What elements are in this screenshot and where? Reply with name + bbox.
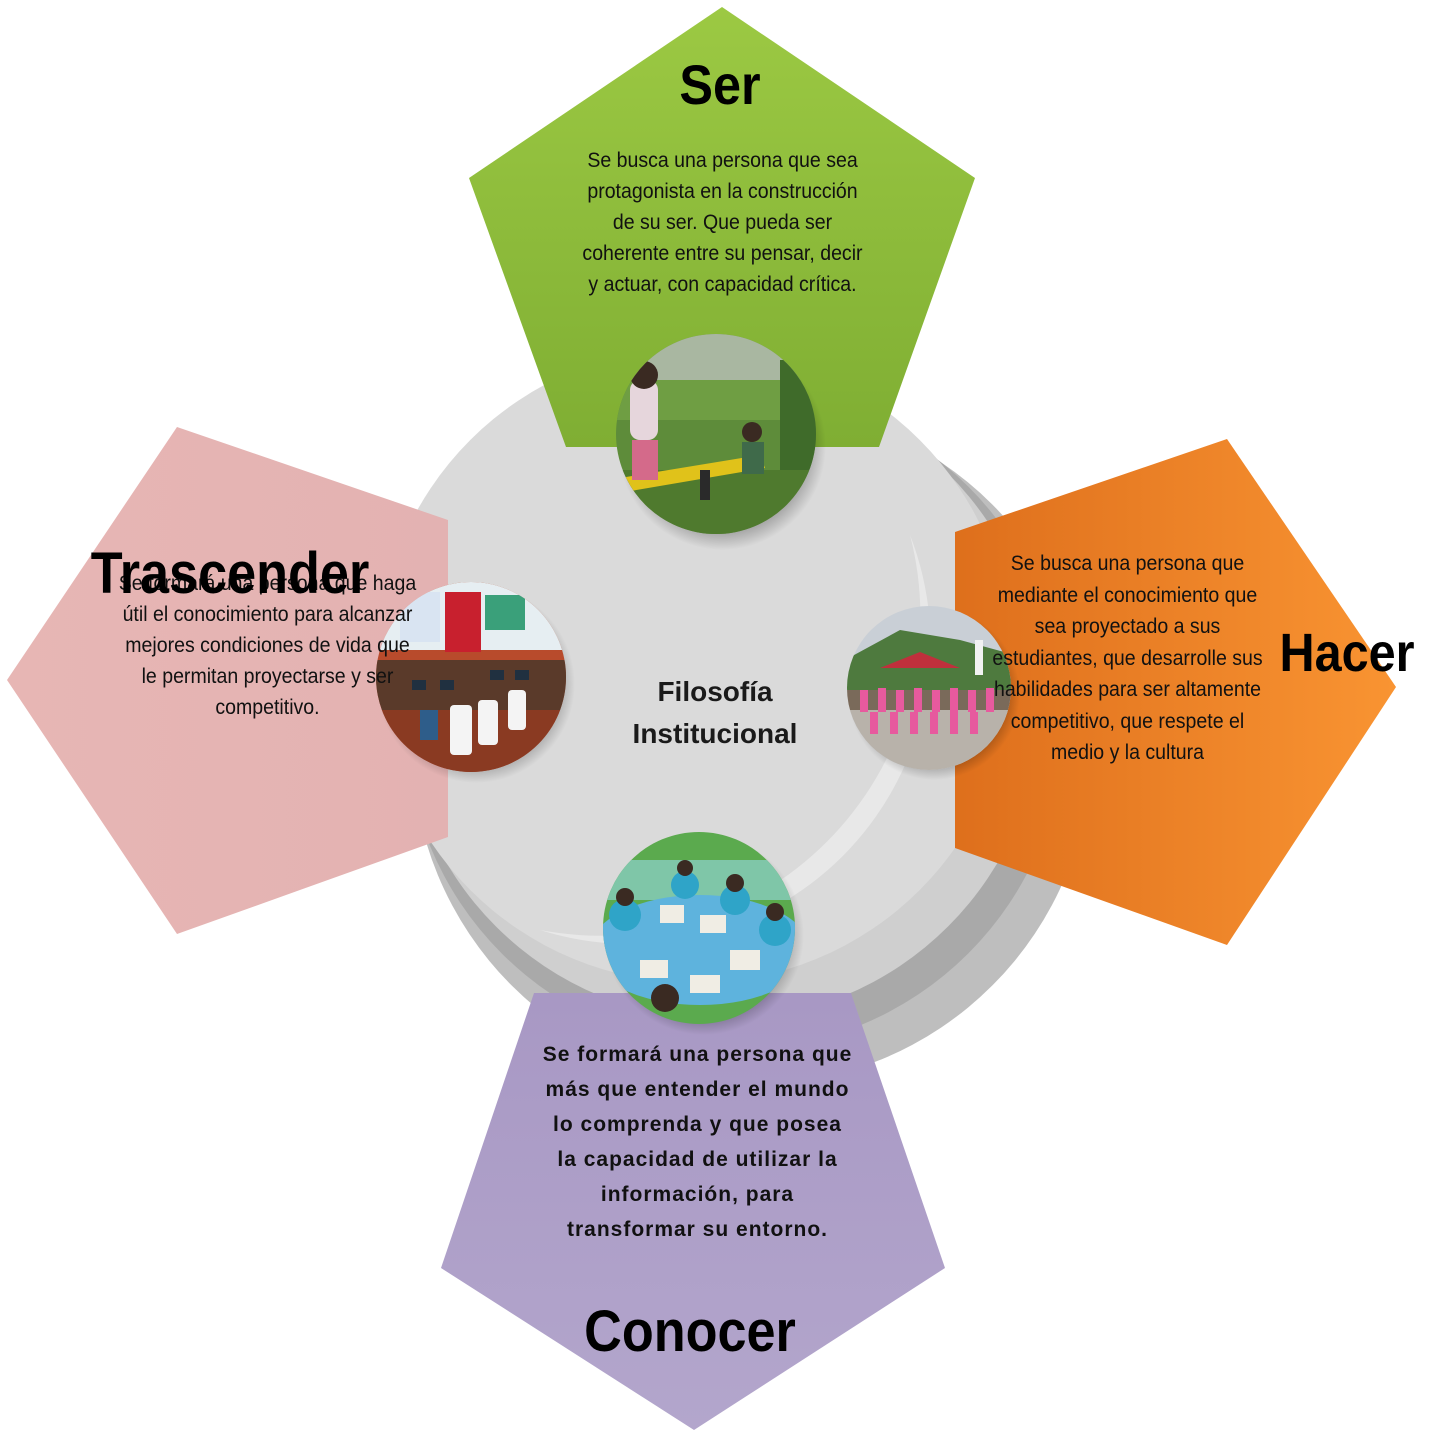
- hacer-pentagon: [955, 439, 1396, 945]
- center-title-line2: Institucional: [632, 718, 798, 749]
- ser-description: Se busca una persona que sea protagonist…: [582, 149, 863, 296]
- conocer-pentagon: [441, 993, 945, 1430]
- trascender-photo: [376, 582, 575, 783]
- conocer-title: Conocer: [584, 1299, 796, 1364]
- hacer-description: Se busca una persona que mediante el con…: [992, 552, 1263, 764]
- conocer-description: Se formará una persona que más que enten…: [542, 1043, 853, 1241]
- center-title: Filosofía Institucional: [590, 671, 840, 755]
- hacer-photo: [847, 606, 1020, 780]
- center-title-line1: Filosofía: [657, 676, 773, 707]
- ser-pentagon: [469, 7, 975, 447]
- ser-title: Ser: [679, 53, 761, 116]
- conocer-photo: [603, 832, 804, 1035]
- ser-photo: [616, 334, 826, 550]
- trascender-description: Se formará una persona que haga útil el …: [118, 572, 417, 719]
- center-arc-highlight: [540, 535, 931, 944]
- hacer-title: Hacer: [1279, 623, 1415, 683]
- trascender-pentagon: [7, 427, 448, 934]
- trascender-title: Trascender: [90, 541, 370, 606]
